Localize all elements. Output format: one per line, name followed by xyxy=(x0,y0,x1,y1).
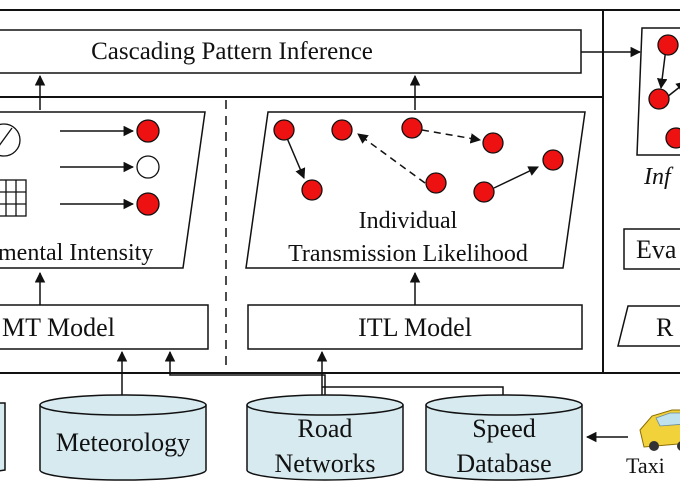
speed-line1: Speed xyxy=(472,414,536,443)
itl-model-box xyxy=(247,304,583,350)
itl-model-label: ITL Model xyxy=(358,313,472,342)
outer-frame xyxy=(0,9,680,374)
mid-caption-line1: Individual xyxy=(359,208,458,234)
speed-line2: Database xyxy=(456,449,551,478)
intensity-node-1 xyxy=(136,119,160,143)
intensity-node-3 xyxy=(136,192,160,216)
evaluation-label: Eva xyxy=(636,235,677,264)
grid-calendar-icon xyxy=(0,179,27,217)
cascading-pattern-inference-label: Cascading Pattern Inference xyxy=(91,38,373,65)
r-box-label: R xyxy=(656,313,674,342)
inference-graph xyxy=(648,34,680,149)
mid-panel-shape xyxy=(245,111,586,269)
road-networks-line2: Networks xyxy=(274,449,375,478)
speed-database: Speed Database xyxy=(425,394,583,481)
meteorology-label: Meteorology xyxy=(56,428,190,457)
mid-caption-line2: Transmission Likelihood xyxy=(288,241,528,267)
taxi-icon xyxy=(639,409,680,451)
left-panel-caption: mental Intensity xyxy=(0,240,153,266)
r-box-shape xyxy=(617,305,680,347)
mt-model-label: MT Model xyxy=(2,313,115,342)
road-networks-database: Road Networks xyxy=(246,394,404,481)
transmission-graph xyxy=(273,117,564,203)
intensity-node-2 xyxy=(136,155,160,179)
meteorology-database: Meteorology xyxy=(39,394,207,481)
evaluation-box xyxy=(623,228,680,270)
gauge-icon xyxy=(0,123,21,157)
left-panel-shape xyxy=(0,111,206,269)
db-connectors xyxy=(116,350,504,400)
cascading-pattern-inference-box: Cascading Pattern Inference xyxy=(0,29,582,74)
right-inference-caption: Inf xyxy=(643,164,674,190)
mt-model-box xyxy=(0,304,209,350)
taxi-label: Taxi xyxy=(626,453,665,478)
left-partial-database xyxy=(0,402,6,472)
road-networks-line1: Road xyxy=(298,414,353,443)
